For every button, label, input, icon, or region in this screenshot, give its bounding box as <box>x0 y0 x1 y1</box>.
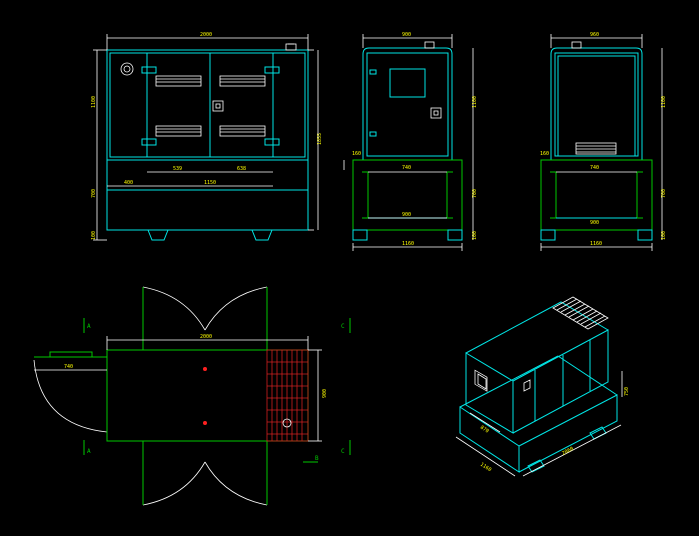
dim-plan-width: 900 <box>322 389 328 398</box>
isometric-view: 1160 2060 870 750 <box>455 296 630 477</box>
section-a-top: A <box>87 323 91 330</box>
section-c-top: C <box>341 323 345 330</box>
dim-front-foot-height: 100 <box>91 231 97 240</box>
dim-side-base: 900 <box>402 212 411 218</box>
dim-rear-inner: 740 <box>590 165 599 171</box>
dim-side-width: 900 <box>402 32 411 38</box>
dim-side-foot-height: 100 <box>472 231 478 240</box>
dim-iso-depth: 870 <box>479 425 490 435</box>
dim-front-seg-right: 638 <box>237 166 246 172</box>
dim-rear-base: 900 <box>590 220 599 226</box>
dim-front-width: 2000 <box>200 32 212 38</box>
side-elevation: 900 1100 700 100 160 740 900 1160 <box>343 32 478 251</box>
plan-view: A A C C B 2000 900 740 <box>33 286 351 506</box>
dim-side-total: 1160 <box>402 241 414 247</box>
dim-front-base-height: 700 <box>91 189 97 198</box>
dim-iso-width: 1160 <box>479 462 492 474</box>
dim-rear-total: 1160 <box>590 241 602 247</box>
dim-side-height: 1100 <box>472 96 478 108</box>
rear-elevation: 960 1100 700 100 160 740 900 1160 <box>540 32 667 251</box>
dim-iso-length: 2060 <box>561 446 574 457</box>
dim-rear-foot-height: 100 <box>661 231 667 240</box>
dim-rear-base-height: 700 <box>661 189 667 198</box>
dim-front-height: 1100 <box>91 96 97 108</box>
dim-plan-door: 740 <box>64 364 73 370</box>
dim-plan-length: 2000 <box>200 334 212 340</box>
dim-rear-height: 1100 <box>661 96 667 108</box>
dim-front-base-width: 1150 <box>204 180 216 186</box>
dim-side-offset: 160 <box>352 151 361 157</box>
dim-rear-offset: 160 <box>540 151 549 157</box>
section-a-bottom: A <box>87 448 91 455</box>
dim-side-inner: 740 <box>402 165 411 171</box>
dim-side-base-height: 700 <box>472 189 478 198</box>
front-elevation: 2000 1100 1855 700 100 400 1150 539 638 <box>91 32 323 241</box>
dim-front-left-offset: 400 <box>124 180 133 186</box>
dim-iso-height: 750 <box>624 387 630 396</box>
dim-rear-width: 960 <box>590 32 599 38</box>
dim-front-total-height: 1855 <box>317 133 323 145</box>
dim-front-seg-left: 539 <box>173 166 182 172</box>
section-b: B <box>315 455 319 462</box>
section-c-bottom: C <box>341 448 345 455</box>
